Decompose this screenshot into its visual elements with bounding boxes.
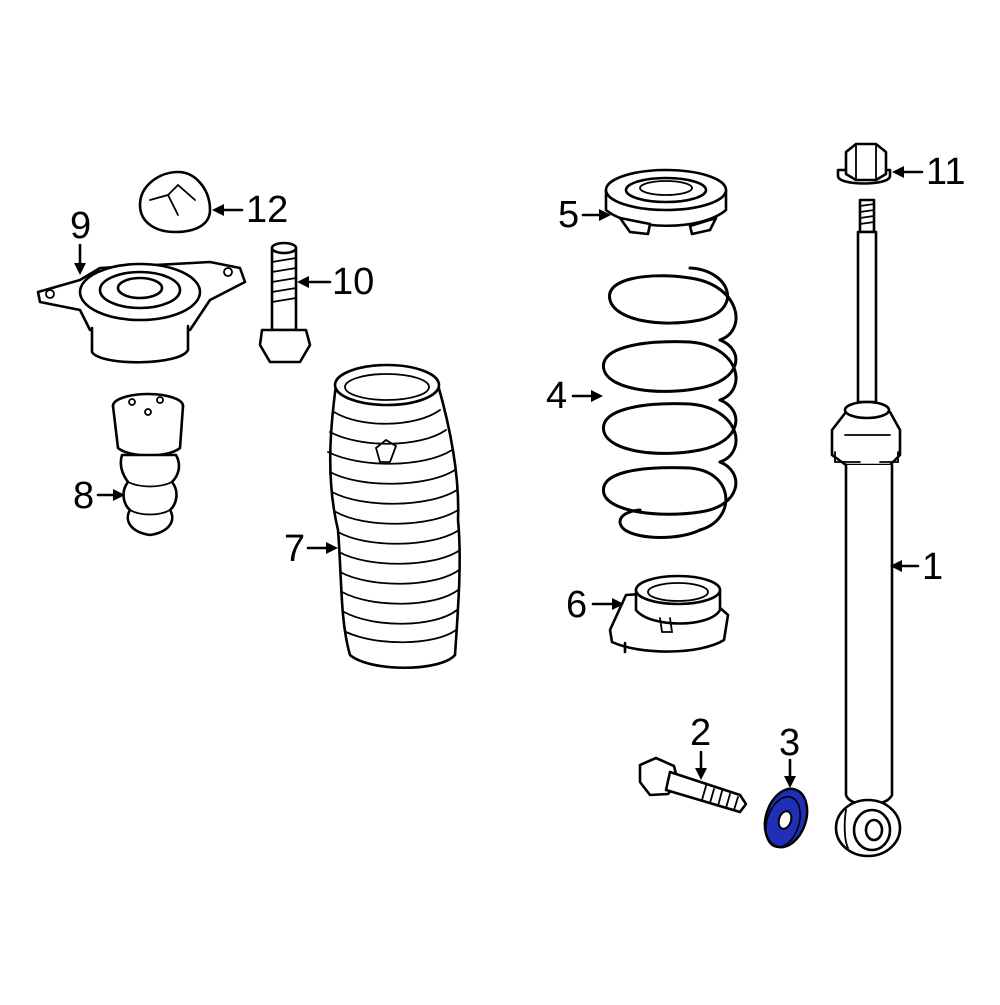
part-10-bolt <box>258 241 312 364</box>
part-1-lower-bushing <box>834 798 902 858</box>
callout-5: 5 <box>558 194 580 236</box>
part-3-washer <box>763 787 809 849</box>
callout-12: 12 <box>246 189 289 231</box>
callout-11: 11 <box>926 151 966 193</box>
part-6-lower-spring-seat <box>608 574 730 654</box>
part-9-upper-mount <box>36 260 247 364</box>
callout-6: 6 <box>566 584 588 626</box>
callout-3: 3 <box>779 722 801 764</box>
part-7-dust-boot <box>327 363 461 669</box>
part-8-bump-stop <box>111 392 185 537</box>
part-1-shock-absorber <box>830 198 902 807</box>
part-12-dust-cap <box>138 170 212 234</box>
part-11-nut <box>836 142 892 185</box>
part-2-lower-bolt <box>638 756 748 814</box>
callout-10: 10 <box>332 261 375 303</box>
callout-9: 9 <box>70 205 92 247</box>
callout-1: 1 <box>922 546 944 588</box>
callout-2: 2 <box>690 712 712 754</box>
callout-4: 4 <box>546 375 568 417</box>
part-4-coil-spring <box>602 266 738 539</box>
leader-arrows <box>74 166 924 788</box>
callout-7: 7 <box>284 528 306 570</box>
part-5-upper-spring-seat <box>604 168 728 236</box>
callout-8: 8 <box>73 475 95 517</box>
